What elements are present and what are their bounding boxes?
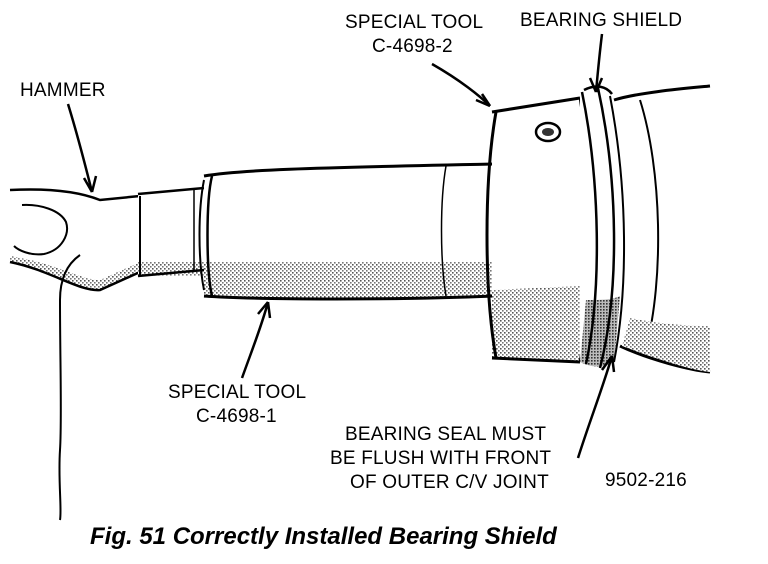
figure-code: 9502-216 [605,470,687,491]
note-label-line2: BE FLUSH WITH FRONT [330,448,552,469]
bearing-shield-drawing [580,84,711,374]
bearing-shield-label: BEARING SHIELD [520,10,683,31]
tool-c-4698-2-label-line2: C-4698-2 [372,36,453,57]
tool-c-4698-2-drawing [485,96,591,364]
note-label-line1: BEARING SEAL MUST [345,424,547,445]
hammer-label: HAMMER [20,80,106,101]
hammer-drawing [9,186,205,521]
tool-c-4698-1-drawing [198,162,495,301]
note-label-line3: OF OUTER C/V JOINT [350,472,549,493]
tool-c-4698-2-label-line1: SPECIAL TOOL [345,12,484,33]
tool-c-4698-1-label-line2: C-4698-1 [196,406,277,427]
figure-caption: Fig. 51 Correctly Installed Bearing Shie… [90,523,557,550]
tool-c-4698-1-label-line1: SPECIAL TOOL [168,382,307,403]
leader-lines [66,33,616,459]
